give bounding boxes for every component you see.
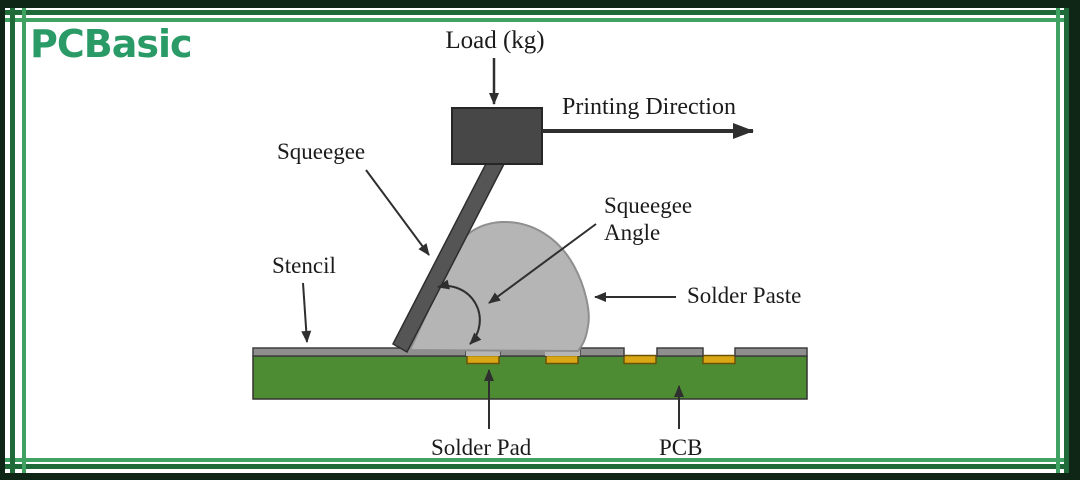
squeegee-angle-arc <box>437 279 482 345</box>
label-stencil: Stencil <box>272 253 336 278</box>
label-load: Load (kg) <box>445 27 544 54</box>
label-squeegee-angle-line1: Squeegee <box>604 193 692 218</box>
frame-stripe-left-outer <box>10 8 15 473</box>
stencil-segment <box>734 347 808 357</box>
squeegee-angle-pointer-arrow <box>488 223 597 304</box>
solder-pad-3 <box>623 354 657 365</box>
frame-stripe-bottom-outer <box>5 464 1069 469</box>
squeegee-pointer-arrow <box>365 169 430 256</box>
solder-pad-2 <box>545 354 579 365</box>
frame-stripe-right-inner <box>1056 8 1060 473</box>
label-solder-pad: Solder Pad <box>431 435 532 460</box>
brand-logo: PCBasic <box>30 22 192 66</box>
stencil-segment <box>656 347 704 357</box>
solder-pad-4 <box>702 354 736 365</box>
frame-stripe-top-inner <box>5 18 1069 22</box>
stencil-printing-diagram: PCBasic <box>30 22 808 460</box>
stencil-segment <box>579 347 625 357</box>
stencil-pointer-arrow <box>301 282 312 343</box>
frame-stripe-right-outer <box>1064 8 1069 473</box>
label-solder-paste: Solder Paste <box>687 283 801 308</box>
frame-stripe-left-inner <box>22 8 26 473</box>
paste-in-aperture-1 <box>466 348 500 356</box>
arrows <box>301 58 754 429</box>
load-block <box>451 107 543 165</box>
frame-stripe-bottom-inner <box>5 458 1069 462</box>
paste-in-aperture-2 <box>545 348 580 356</box>
label-printing-direction: Printing Direction <box>562 94 736 120</box>
label-squeegee-angle-line2: Angle <box>604 220 660 245</box>
label-pcb: PCB <box>659 435 702 460</box>
canvas-background: PCBasic <box>5 8 1069 473</box>
solder-pad-1 <box>466 354 500 365</box>
frame-stripe-top-outer <box>5 10 1069 15</box>
label-squeegee: Squeegee <box>277 139 365 164</box>
